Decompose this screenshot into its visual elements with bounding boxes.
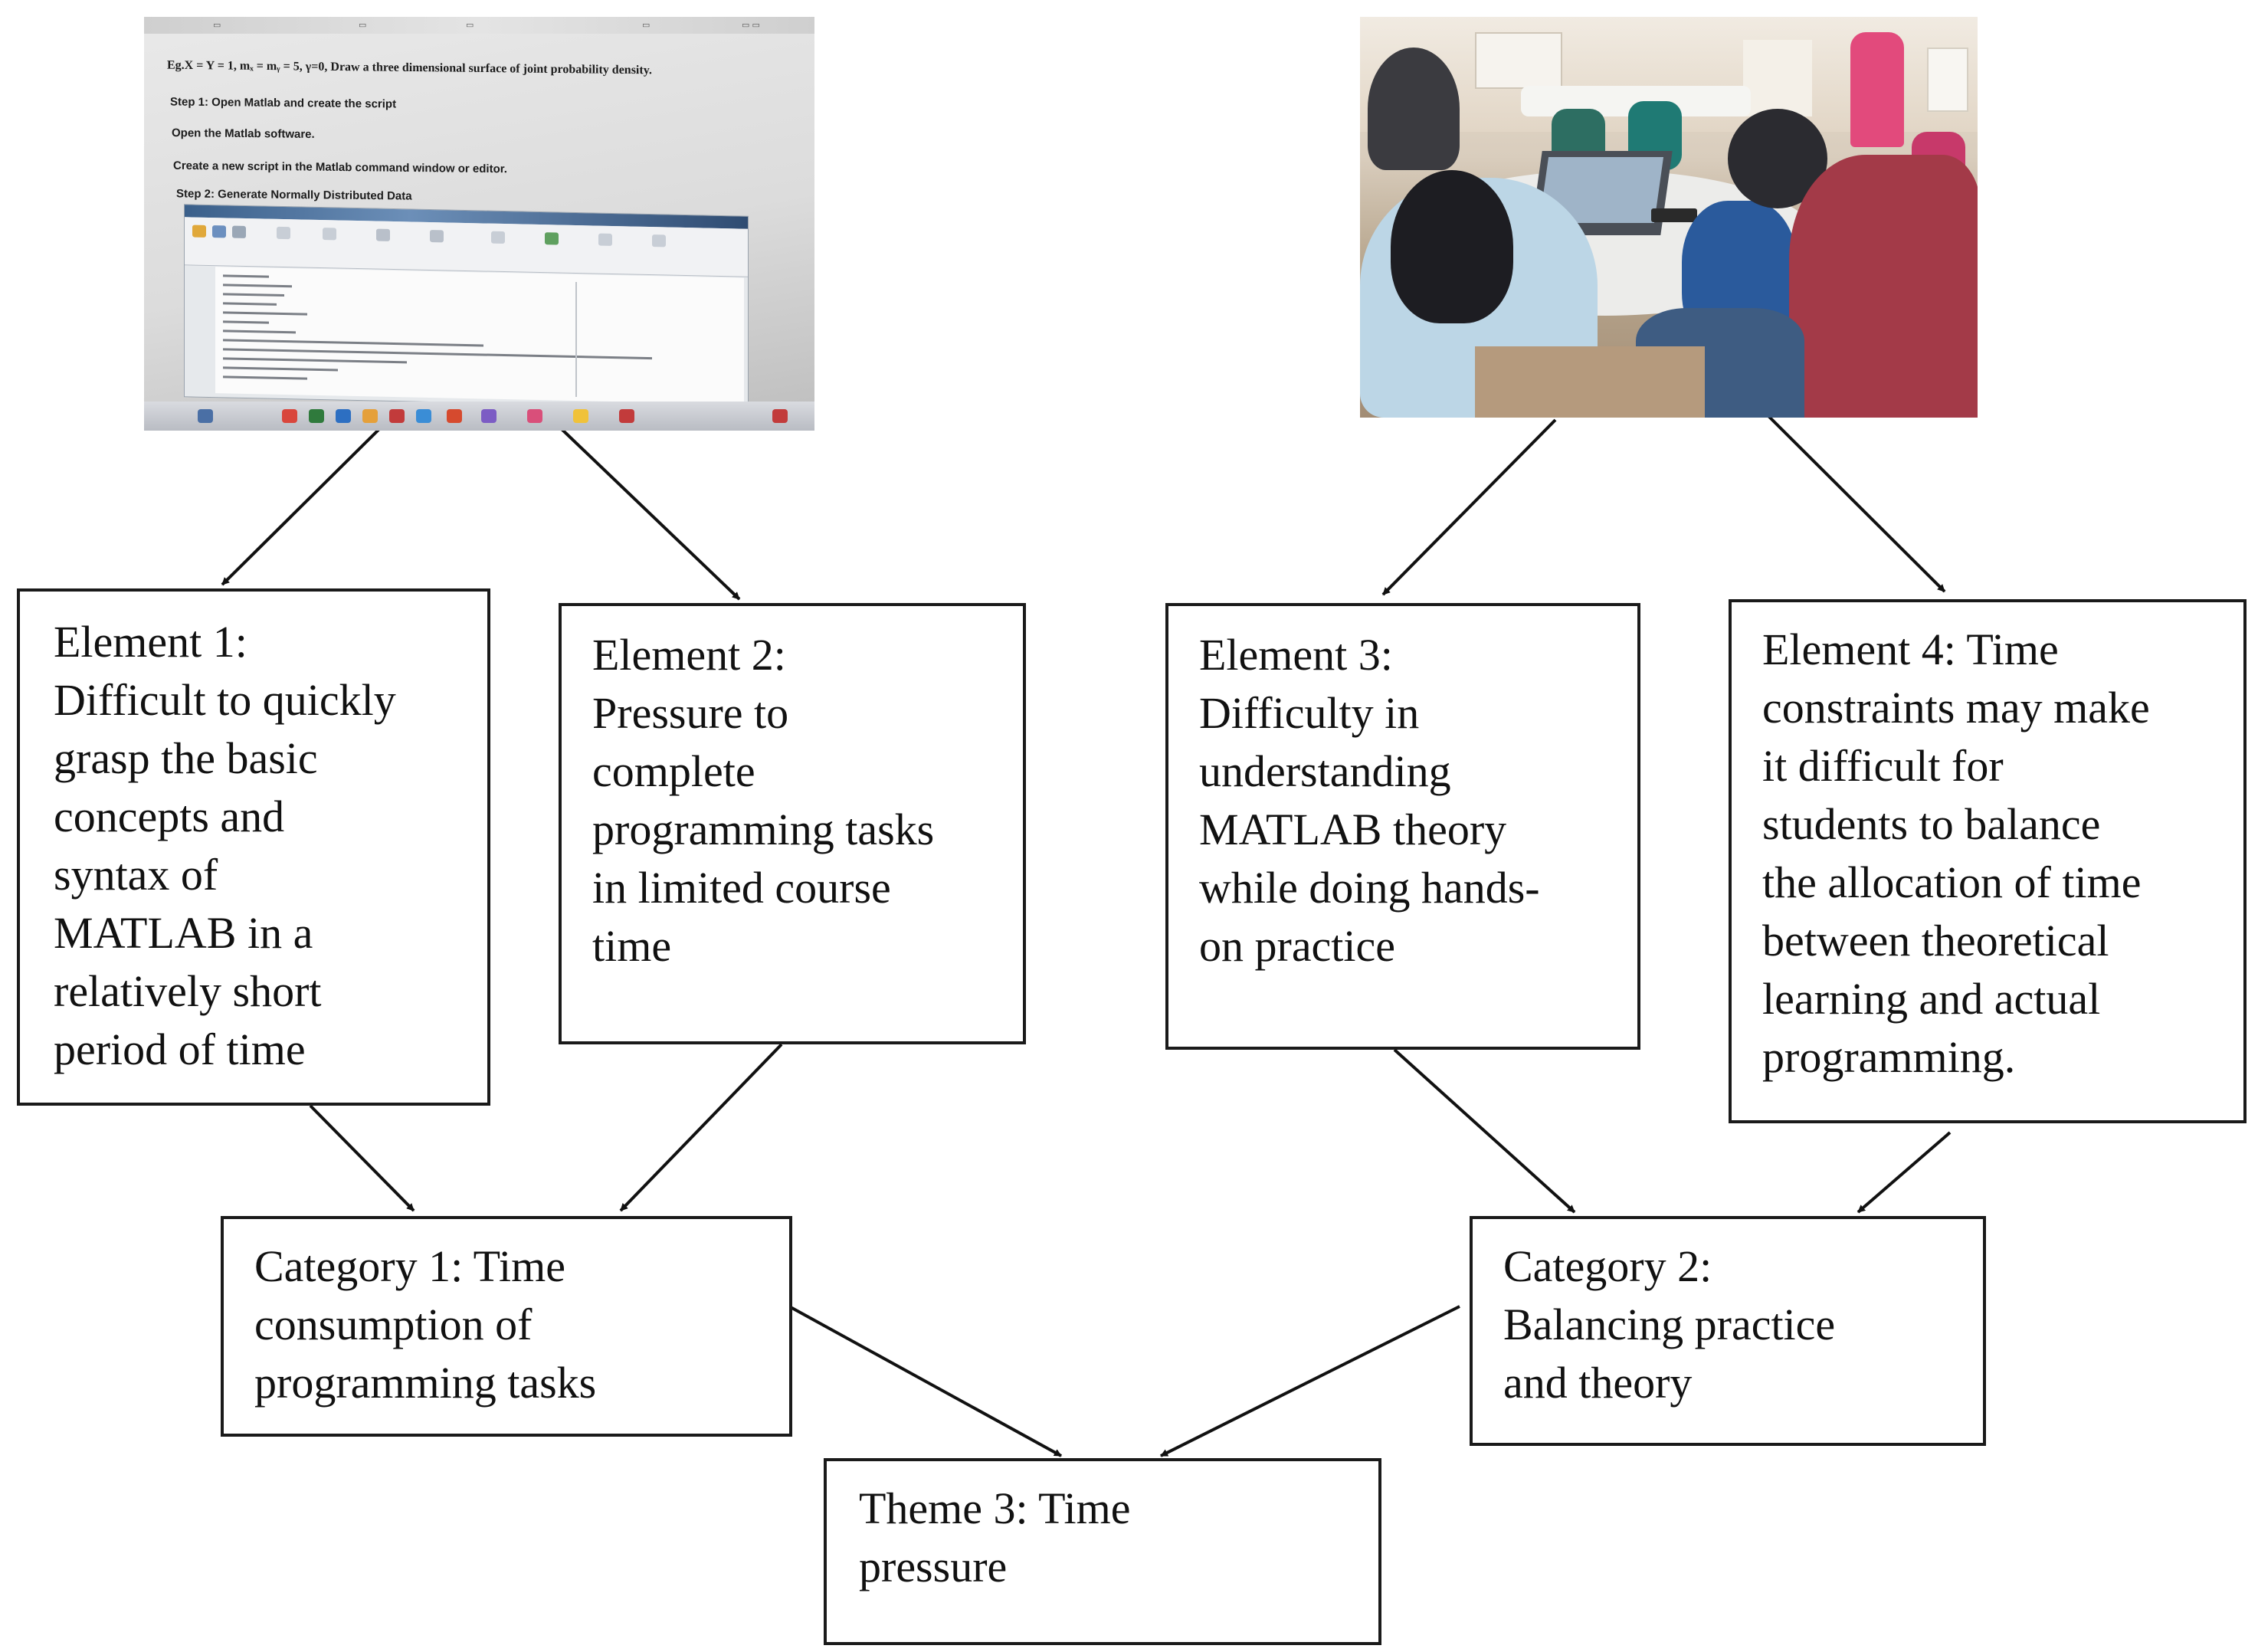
matlab-editor: [215, 267, 744, 405]
worksheet-step-1-line: Step 1: Open Matlab and create the scrip…: [170, 95, 397, 111]
element-1-text: Element 1: Difficult to quickly grasp th…: [54, 617, 396, 1074]
find-icon: [277, 226, 290, 240]
save-icon: [212, 225, 226, 238]
arrow-element-3-to-category-2: [1393, 1048, 1576, 1214]
theme-3-box: Theme 3: Time pressure: [824, 1458, 1381, 1645]
tray-icon: [772, 409, 788, 423]
arrow-element-1-to-category-1: [309, 1104, 415, 1212]
element-1-box: Element 1: Difficult to quickly grasp th…: [17, 588, 490, 1106]
element-4-box: Element 4: Time constraints may make it …: [1729, 599, 2247, 1123]
arrow-category-1-to-theme-3: [788, 1305, 1062, 1457]
screen-photo: ▭▭▭▭▭ ▭ Eg.X = Y = 1, mₓ = mᵧ = 5, γ=0, …: [144, 17, 814, 431]
run-icon: [545, 232, 559, 245]
category-1-box: Category 1: Time consumption of programm…: [221, 1216, 792, 1437]
arrow-photo1-to-element-2: [542, 411, 741, 601]
standing-student: [1850, 32, 1904, 147]
screen-top-strip: ▭▭▭▭▭ ▭: [144, 17, 814, 34]
element-4-text: Element 4: Time constraints may make it …: [1762, 624, 2150, 1082]
os-taskbar: [144, 402, 814, 431]
app-icon: [309, 409, 324, 423]
classroom-photo: [1360, 17, 1978, 418]
app-icon: [282, 409, 297, 423]
element-3-text: Element 3: Difficulty in understanding M…: [1199, 630, 1540, 971]
start-icon: [198, 409, 213, 423]
print-icon: [232, 225, 246, 238]
element-2-box: Element 2: Pressure to complete programm…: [559, 603, 1026, 1044]
floor: [1475, 346, 1705, 418]
app-icon: [573, 409, 588, 423]
app-icon: [481, 409, 496, 423]
app-icon: [447, 409, 462, 423]
matlab-window: [184, 204, 749, 409]
app-icon: [336, 409, 351, 423]
worksheet-open-line: Open the Matlab software.: [172, 126, 315, 141]
insert-icon: [376, 228, 390, 241]
phone: [1651, 208, 1697, 222]
comment-icon: [430, 230, 444, 243]
arrow-photo1-to-element-1: [221, 424, 385, 586]
run-section-icon: [598, 233, 612, 246]
breakpoint-icon: [491, 231, 505, 244]
advance-icon: [652, 234, 666, 247]
wall-window: [1743, 40, 1812, 116]
arrow-element-2-to-category-1: [619, 1043, 783, 1212]
theme-3-text: Theme 3: Time pressure: [859, 1483, 1131, 1591]
worksheet-create-line: Create a new script in the Matlab comman…: [173, 159, 507, 176]
arrow-photo2-to-element-3: [1381, 418, 1557, 596]
student-hair: [1391, 170, 1513, 323]
wall-board: [1475, 32, 1562, 89]
arrow-photo2-to-element-4: [1757, 405, 1946, 593]
category-1-text: Category 1: Time consumption of programm…: [254, 1241, 597, 1408]
folder-icon: [192, 225, 206, 238]
app-icon: [362, 409, 378, 423]
category-2-box: Category 2: Balancing practice and theor…: [1470, 1216, 1986, 1446]
worksheet-example-line: Eg.X = Y = 1, mₓ = mᵧ = 5, γ=0, Draw a t…: [167, 58, 652, 77]
worksheet-step-2-line: Step 2: Generate Normally Distributed Da…: [176, 187, 412, 203]
app-icon: [389, 409, 405, 423]
wall-poster: [1927, 48, 1968, 112]
element-2-text: Element 2: Pressure to complete programm…: [592, 630, 935, 971]
element-3-box: Element 3: Difficulty in understanding M…: [1165, 603, 1640, 1050]
adult-red-shirt: [1789, 155, 1978, 418]
app-icon: [619, 409, 634, 423]
category-2-text: Category 2: Balancing practice and theor…: [1503, 1241, 1836, 1408]
navigate-icon: [323, 228, 336, 241]
arrow-element-4-to-category-2: [1857, 1131, 1952, 1214]
student-back: [1368, 48, 1460, 170]
arrow-category-2-to-theme-3: [1160, 1305, 1460, 1457]
app-icon: [416, 409, 431, 423]
app-icon: [527, 409, 542, 423]
